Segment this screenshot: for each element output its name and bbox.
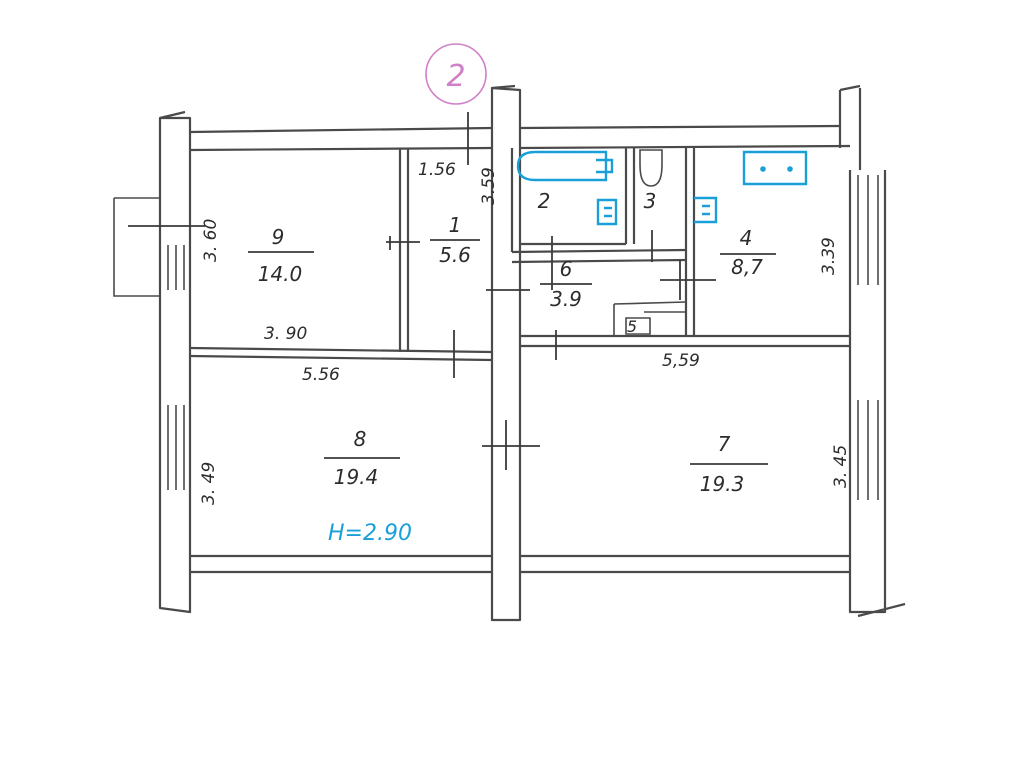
room-area: 14.0 [258, 262, 303, 286]
toilet-icon [639, 149, 663, 187]
room7-width-label: 5,59 [662, 351, 700, 371]
balcony-depth-label: 3. 60 [201, 219, 221, 262]
room-area: 5.6 [439, 243, 471, 267]
bathtub-tap-icon [596, 158, 614, 174]
room-number: 1 [449, 213, 462, 237]
room-number: 4 [740, 226, 753, 250]
room-area: 8,7 [731, 255, 763, 279]
room-number: 6 [560, 257, 573, 281]
room1-depth-label: 3.59 [479, 167, 499, 205]
room-number: 8 [354, 427, 367, 451]
stamp-label: 2 [446, 59, 465, 94]
room4-depth-label: 3.39 [819, 237, 839, 275]
fixtures [516, 149, 808, 226]
stove-burner-icon [760, 166, 766, 172]
room9-width-label: 3. 90 [264, 324, 307, 344]
room-number: 3 [644, 189, 657, 213]
room-number: 5 [627, 317, 637, 336]
ceiling-height-label: H=2.90 [328, 521, 412, 546]
outer-walls [113, 84, 906, 622]
stove-icon [694, 196, 718, 224]
room-area: 3.9 [550, 287, 582, 311]
room-number: 7 [718, 432, 731, 456]
interior-walls [189, 148, 850, 362]
room1-width-label: 1.56 [418, 160, 456, 180]
bathtub-icon [516, 150, 608, 182]
room8-width-label: 5.56 [302, 365, 340, 385]
sink-icon [596, 198, 618, 226]
opening-ticks [167, 112, 879, 500]
room8-depth-label: 3. 49 [199, 462, 219, 505]
room-labels: 9 14.0 1 5.6 2 3 4 8,7 6 3.9 5 8 19.4 7 … [248, 189, 776, 496]
room7-depth-label: 3. 45 [831, 445, 851, 488]
kitchen-sink-icon [742, 150, 808, 186]
stove-burner-icon [787, 166, 793, 172]
room-number: 9 [272, 225, 285, 249]
room-area: 19.4 [334, 465, 379, 489]
stamp: 2 [425, 43, 487, 105]
room-area: 19.3 [700, 472, 745, 496]
dimension-labels: 3. 60 1.56 3.59 3. 90 5.56 3. 49 3.39 5,… [199, 160, 851, 505]
room-number: 2 [538, 189, 551, 213]
